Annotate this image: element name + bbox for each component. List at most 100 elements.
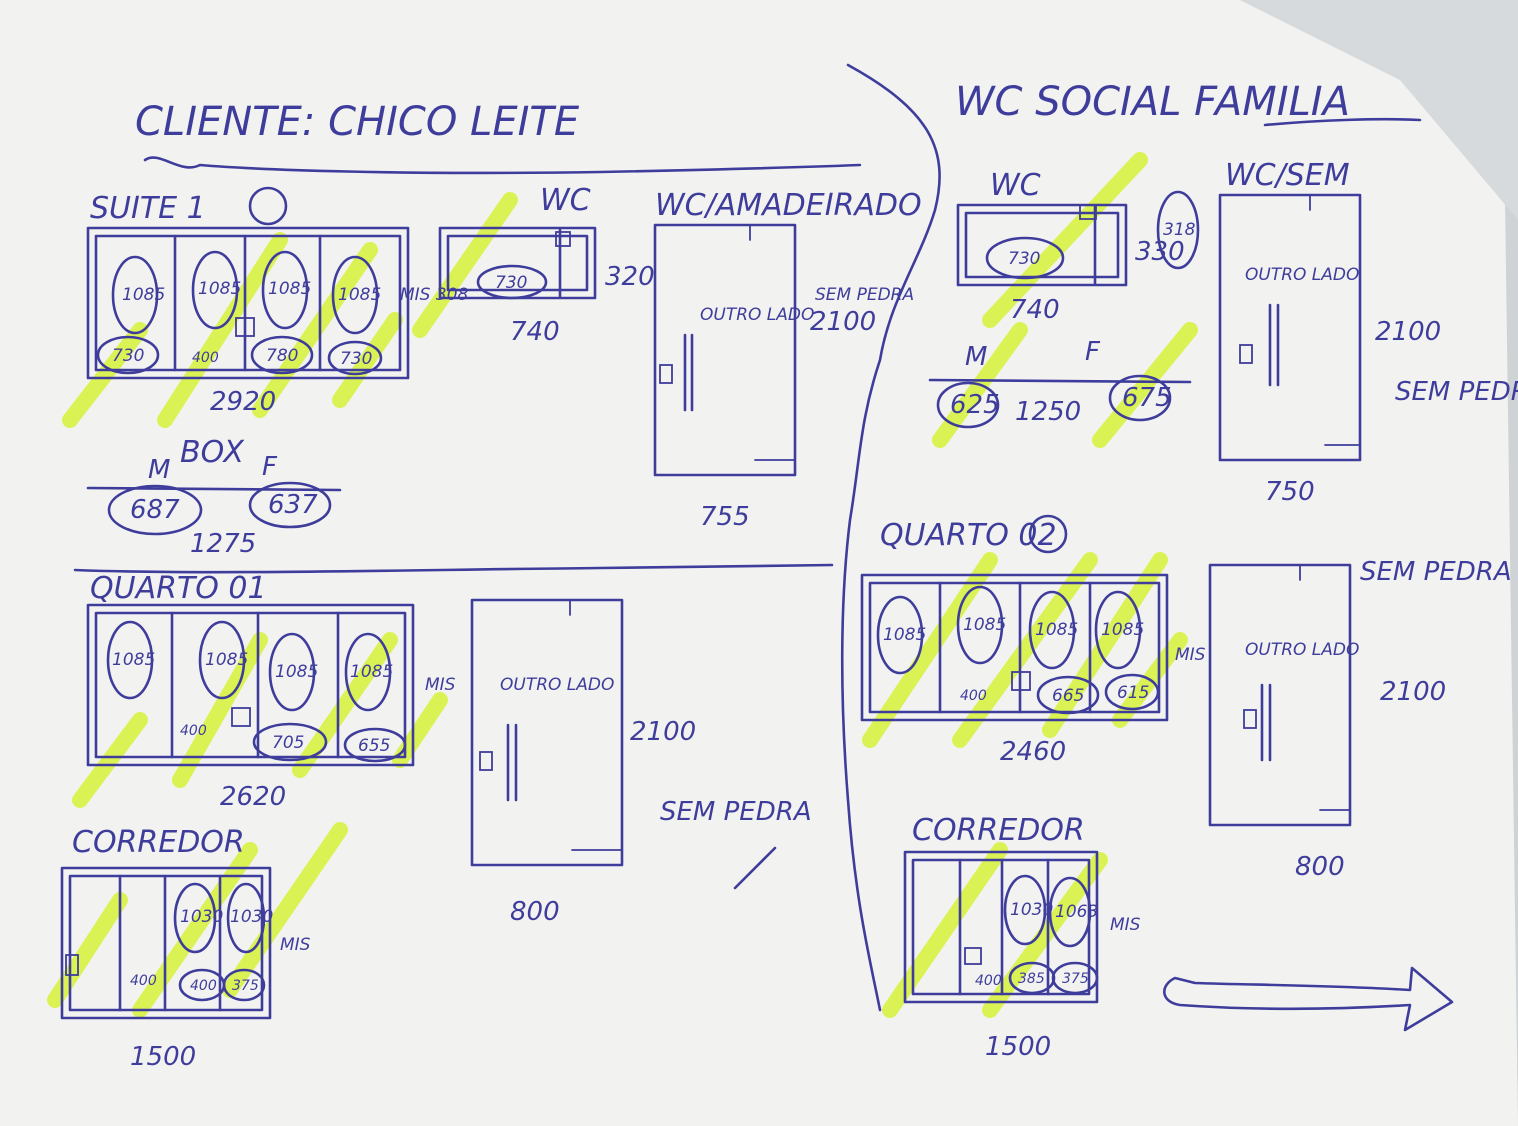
wc1-height: 320	[605, 262, 655, 292]
suite1-mid: 400	[192, 350, 219, 366]
wc2-inner: 730	[1008, 249, 1040, 269]
corredor2-section: CORREDOR 1030 1063 385 375 400 MIS 1500	[903, 813, 1141, 1062]
wc2-section: WC 730 740 330 318	[956, 168, 1200, 325]
wc-amadeirado-height: 2100	[810, 307, 876, 337]
suite1-door-3: 1085	[268, 279, 311, 299]
corredor2-title: CORREDOR	[912, 813, 1085, 848]
quarto1-door-3: 1085	[275, 662, 318, 682]
wc-amadeirado-section: WC/AMADEIRADO OUTRO LADO 2100 SEM PEDRA …	[653, 188, 922, 532]
wc2-tag: 318	[1163, 220, 1196, 240]
corredor1-bottom-1: 400	[190, 978, 217, 994]
wc1-section: WC 730 740 320	[438, 183, 655, 347]
corredor2-bottom-2: 375	[1062, 971, 1089, 987]
wc-sem-title: WC/SEM	[1225, 158, 1350, 193]
quarto1-door-height: 2100	[630, 717, 696, 747]
quarto1-door-width: 800	[510, 897, 560, 927]
quarto2-side: MIS	[1175, 645, 1206, 665]
quarto1-door-section: OUTRO LADO 2100 SEM PEDRA 800	[470, 598, 812, 927]
paper-fold-shadow	[1240, 0, 1518, 220]
box-width: 1275	[190, 529, 256, 559]
quarto1-door-remark: SEM PEDRA	[660, 797, 812, 827]
suite1-bottom-3: 730	[340, 349, 372, 369]
quarto1-bottom-2: 655	[358, 736, 390, 756]
quarto1-section: QUARTO 01 1085 1085 1085 1085 705 655 40…	[86, 571, 456, 812]
wc2-box-f: F	[1085, 337, 1101, 367]
box-b: 637	[268, 490, 318, 520]
corredor1-bottom-2: 375	[232, 978, 259, 994]
wc1-inner: 730	[495, 273, 527, 293]
quarto2-bottom-2: 615	[1117, 683, 1149, 703]
corredor2-side: MIS	[1110, 915, 1141, 935]
turn-page-arrow-icon	[1163, 966, 1454, 1032]
wc2-box-section: M F 625 675 1250	[928, 337, 1192, 429]
wc-amadeirado-width: 755	[700, 502, 750, 532]
corredor1-door-2: 1030	[230, 907, 273, 927]
quarto2-door-4: 1085	[1101, 620, 1144, 640]
wc1-width: 740	[510, 317, 560, 347]
vertical-divider	[840, 63, 941, 1012]
corredor2-door-1: 1030	[1010, 900, 1053, 920]
wc2-width: 740	[1010, 295, 1060, 325]
family-header: WC SOCIAL FAMILIA	[955, 79, 1350, 125]
wc1-title: WC	[540, 183, 591, 218]
quarto1-door-2: 1085	[205, 650, 248, 670]
quarto1-bottom-1: 705	[272, 733, 304, 753]
suite1-bottom-2: 780	[266, 346, 298, 366]
corredor1-section: CORREDOR 1030 1030 400 375 400 MIS 1500	[60, 825, 311, 1072]
box-title: BOX	[180, 435, 245, 470]
corredor1-title: CORREDOR	[72, 825, 245, 860]
quarto2-width: 2460	[1000, 737, 1066, 767]
corredor1-side: MIS	[280, 935, 311, 955]
quarto2-door-remark: SEM PEDRA	[1360, 557, 1512, 587]
corredor2-bottom-1: 385	[1018, 971, 1045, 987]
quarto1-width: 2620	[220, 782, 286, 812]
box-f: F	[262, 452, 278, 482]
corredor1-door-1: 1030	[180, 907, 223, 927]
box-section: BOX M F 687 637 1275	[86, 435, 342, 559]
quarto2-door-2: 1085	[963, 615, 1006, 635]
quarto2-door-width: 800	[1295, 852, 1345, 882]
top-rule	[143, 156, 862, 175]
quarto2-door-note: OUTRO LADO	[1245, 640, 1359, 660]
suite1-width: 2920	[210, 387, 276, 417]
quarto2-section: QUARTO 02 1085 1085 1085 1085 665 615 40…	[860, 514, 1206, 767]
wc2-box-a: 625	[950, 390, 1000, 420]
quarto2-title: QUARTO 02	[880, 518, 1057, 553]
quarto2-door-height: 2100	[1380, 677, 1446, 707]
suite1-door-2: 1085	[198, 279, 241, 299]
box-m: M	[148, 455, 170, 485]
suite1-side: MIS 308	[400, 285, 469, 305]
corredor2-width: 1500	[985, 1032, 1051, 1062]
wc-sem-width: 750	[1265, 477, 1315, 507]
client-header: CLIENTE: CHICO LEITE	[135, 99, 580, 145]
corredor2-mid: 400	[975, 973, 1002, 989]
suite1-section: SUITE 1 1085 1085 1085 1085 730 780 730 …	[86, 186, 469, 417]
corredor1-mid: 400	[130, 973, 157, 989]
quarto2-bottom-1: 665	[1052, 686, 1084, 706]
wc-sem-section: WC/SEM OUTRO LADO 2100 SEM PEDRA 750	[1218, 158, 1518, 507]
quarto2-door-1: 1085	[883, 625, 926, 645]
wc2-box-width: 1250	[1015, 397, 1081, 427]
suite1-door-4: 1085	[338, 285, 381, 305]
wc2-box-m: M	[965, 342, 987, 372]
top-right-rule	[1263, 117, 1422, 127]
suite1-title: SUITE 1	[90, 191, 206, 226]
wc2-box-b: 675	[1122, 383, 1172, 413]
quarto2-mid: 400	[960, 688, 987, 704]
wc-amadeirado-title: WC/AMADEIRADO	[655, 188, 922, 223]
quarto1-side: MIS	[425, 675, 456, 695]
wc-sem-note: OUTRO LADO	[1245, 265, 1359, 285]
mid-rule	[73, 563, 834, 574]
quarto1-door-note: OUTRO LADO	[500, 675, 614, 695]
quarto2-door-3: 1085	[1035, 620, 1078, 640]
quarto1-mid: 400	[180, 723, 207, 739]
wc-amadeirado-note: OUTRO LADO	[700, 305, 814, 325]
wc-sem-height: 2100	[1375, 317, 1441, 347]
wc2-title: WC	[990, 168, 1041, 203]
suite1-door-1: 1085	[122, 285, 165, 305]
corredor1-width: 1500	[130, 1042, 196, 1072]
suite1-bottom-1: 730	[112, 346, 144, 366]
